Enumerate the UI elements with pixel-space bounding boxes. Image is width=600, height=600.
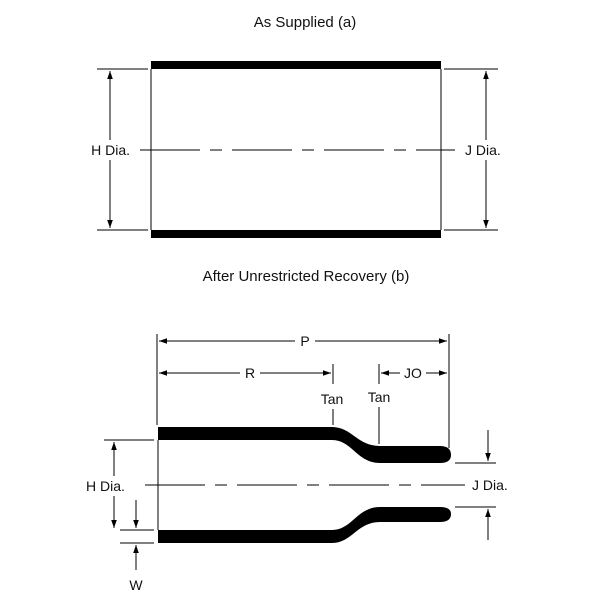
r-label: R bbox=[245, 365, 255, 381]
tube-b-bottom-wall bbox=[158, 507, 451, 543]
h-dia-label-a: H Dia. bbox=[91, 142, 130, 158]
figure-b: After Unrestricted Recovery (b) P R JO T… bbox=[84, 268, 508, 593]
figure-b-title: After Unrestricted Recovery (b) bbox=[203, 268, 410, 285]
p-label: P bbox=[300, 333, 309, 349]
tube-a-bottom-wall bbox=[151, 230, 441, 238]
jo-label-mask bbox=[400, 364, 426, 382]
j-dia-label-b: J Dia. bbox=[472, 477, 508, 493]
tan-label-left: Tan bbox=[321, 391, 344, 407]
r-label-mask bbox=[240, 364, 260, 382]
p-label-mask bbox=[295, 332, 315, 350]
j-label-mask bbox=[460, 140, 520, 160]
h-dia-label-b: H Dia. bbox=[86, 478, 125, 494]
tube-b-top-wall bbox=[158, 427, 451, 463]
tan-label-right: Tan bbox=[368, 389, 391, 405]
jo-label: JO bbox=[404, 365, 422, 381]
figure-a: As Supplied (a) H Dia. J Dia. bbox=[72, 14, 520, 238]
w-label: W bbox=[129, 577, 143, 593]
tube-a-top-wall bbox=[151, 61, 441, 69]
h-label-mask-b bbox=[84, 476, 140, 496]
h-label-mask bbox=[72, 140, 134, 160]
figure-a-title: As Supplied (a) bbox=[254, 14, 357, 31]
j-dia-label-a: J Dia. bbox=[465, 142, 501, 158]
